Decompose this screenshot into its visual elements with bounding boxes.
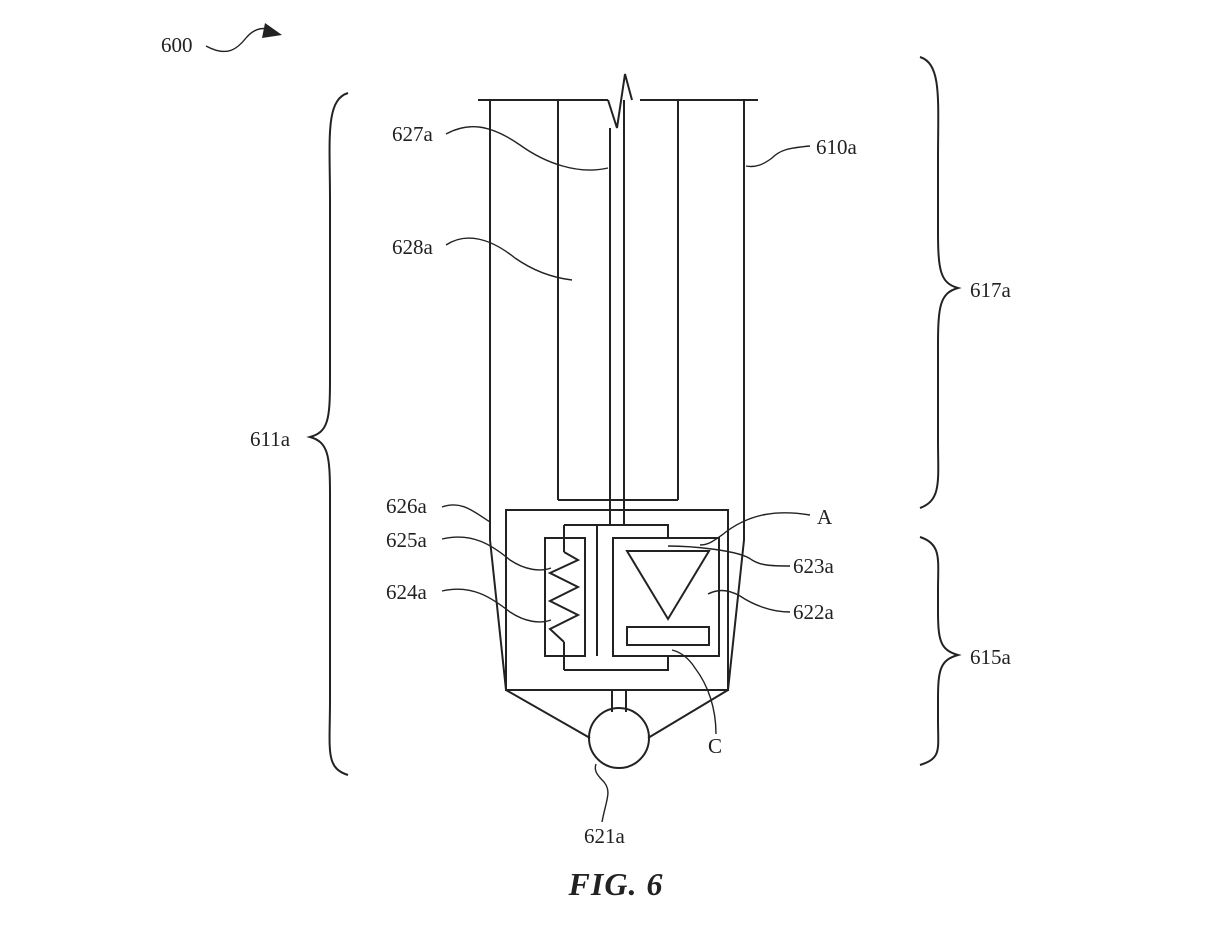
label-617a: 617a	[970, 278, 1012, 302]
electronics-box-626a	[505, 509, 729, 691]
brace-611a	[306, 92, 349, 776]
label-615a: 615a	[970, 645, 1012, 669]
conductor-627a	[609, 100, 625, 525]
reference-600-leader	[205, 27, 273, 53]
label-600: 600	[161, 33, 193, 57]
inner-tube-628a	[557, 100, 679, 501]
label-627a: 627a	[392, 122, 434, 146]
figure-caption: FIG. 6	[568, 866, 664, 902]
resistor-624a	[547, 551, 581, 643]
label-610a: 610a	[816, 135, 858, 159]
label-628a: 628a	[392, 235, 434, 259]
sensor-module-623a	[612, 537, 720, 657]
bulb-621a	[588, 690, 650, 769]
leader-lines	[441, 125, 811, 823]
brace-617a	[919, 56, 962, 509]
label-C: C	[708, 734, 722, 758]
label-623a: 623a	[793, 554, 835, 578]
label-A: A	[817, 505, 833, 529]
brace-615a	[919, 536, 962, 766]
label-621a: 621a	[584, 824, 626, 848]
break-line	[607, 73, 633, 129]
circuit-625a	[544, 524, 669, 671]
label-626a: 626a	[386, 494, 428, 518]
label-624a: 624a	[386, 580, 428, 604]
label-625a: 625a	[386, 528, 428, 552]
outer-housing-610a	[478, 99, 758, 739]
reference-labels: 600 627a 610a 628a 617a 611a 626a 625a 6…	[161, 33, 1012, 848]
label-622a: 622a	[793, 600, 835, 624]
reference-600-arrow-icon	[262, 23, 282, 38]
label-611a: 611a	[250, 427, 291, 451]
